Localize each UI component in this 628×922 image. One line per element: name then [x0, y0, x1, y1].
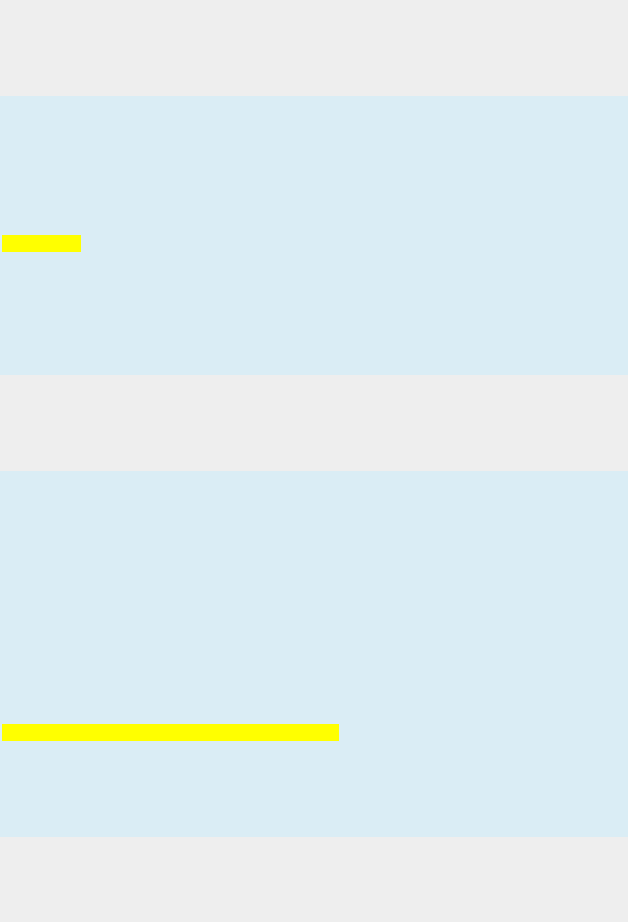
highlight-bar [2, 724, 339, 741]
highlight-bar [2, 235, 81, 252]
content-panel-2 [0, 471, 628, 837]
content-panel-1 [0, 96, 628, 375]
